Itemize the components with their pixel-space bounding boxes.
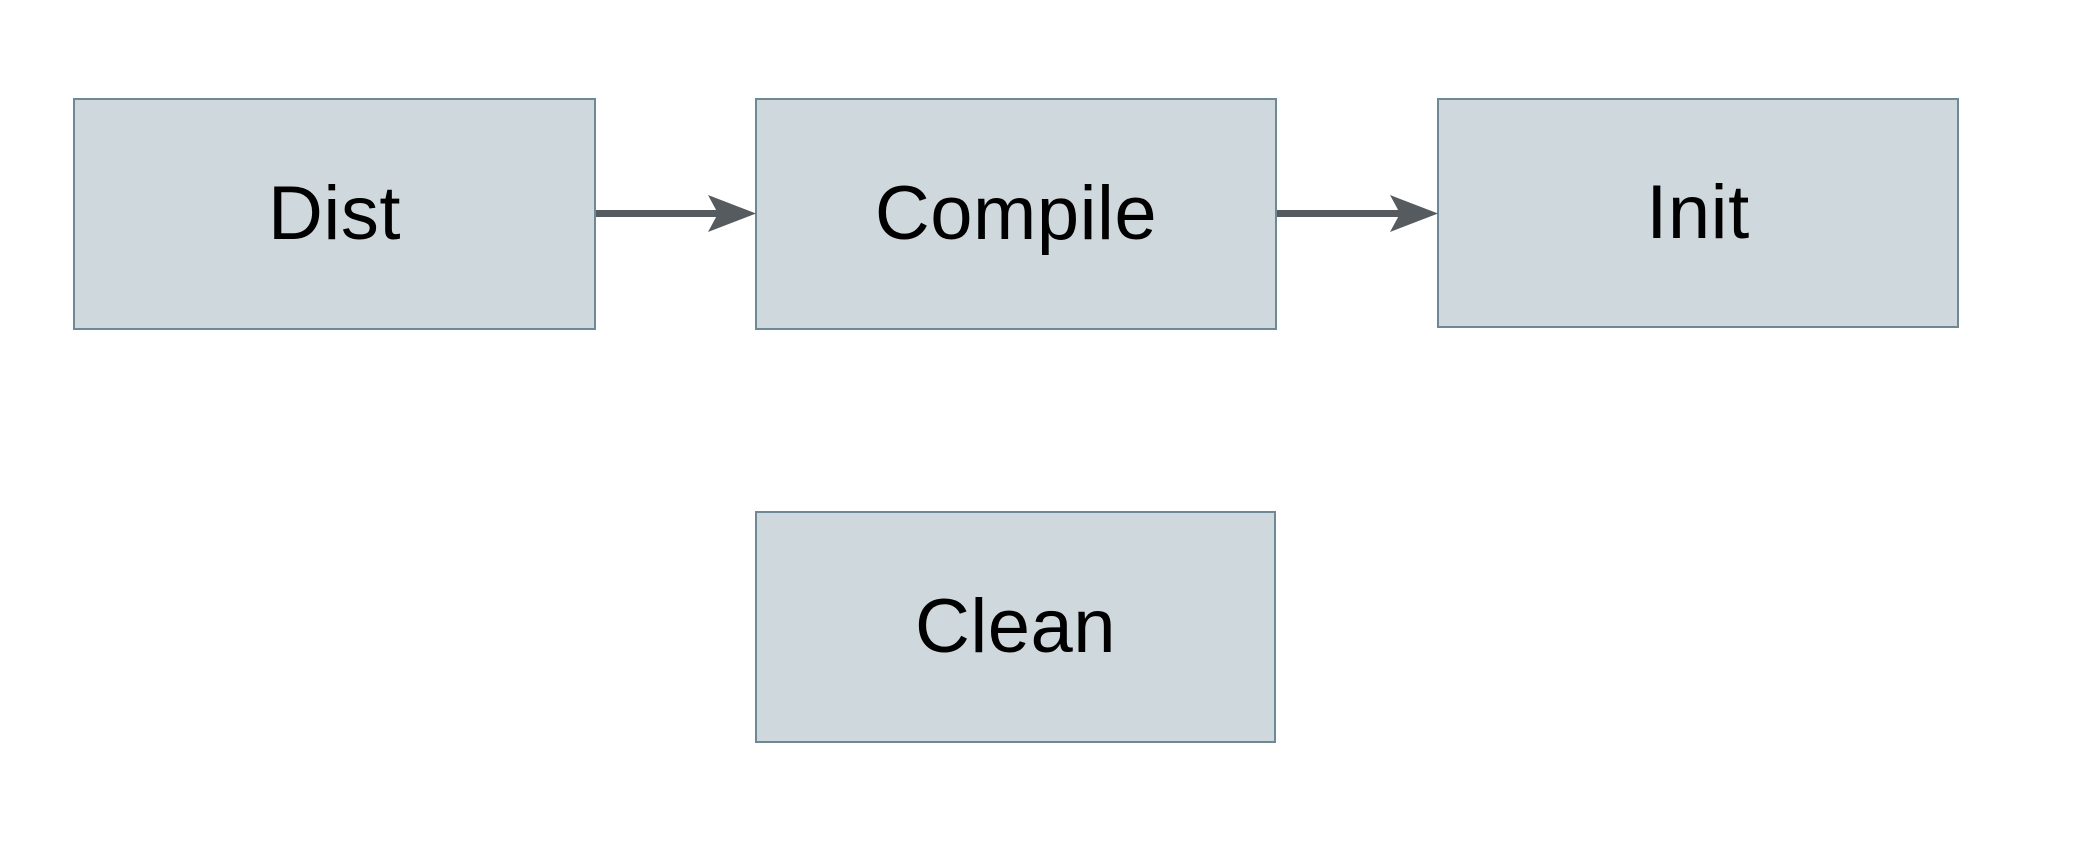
arrow-right-icon [596,195,756,232]
edge-dist-to-compile[interactable] [596,190,756,238]
edge-compile-to-init[interactable] [1277,190,1438,238]
node-compile[interactable]: Compile [755,98,1277,330]
node-init[interactable]: Init [1437,98,1959,328]
node-compile-label: Compile [874,171,1158,256]
node-clean-label: Clean [914,584,1117,669]
node-init-label: Init [1646,170,1750,255]
node-clean[interactable]: Clean [755,511,1276,743]
arrow-right-icon [1277,195,1438,232]
node-dist-label: Dist [268,171,401,256]
node-dist[interactable]: Dist [73,98,596,330]
